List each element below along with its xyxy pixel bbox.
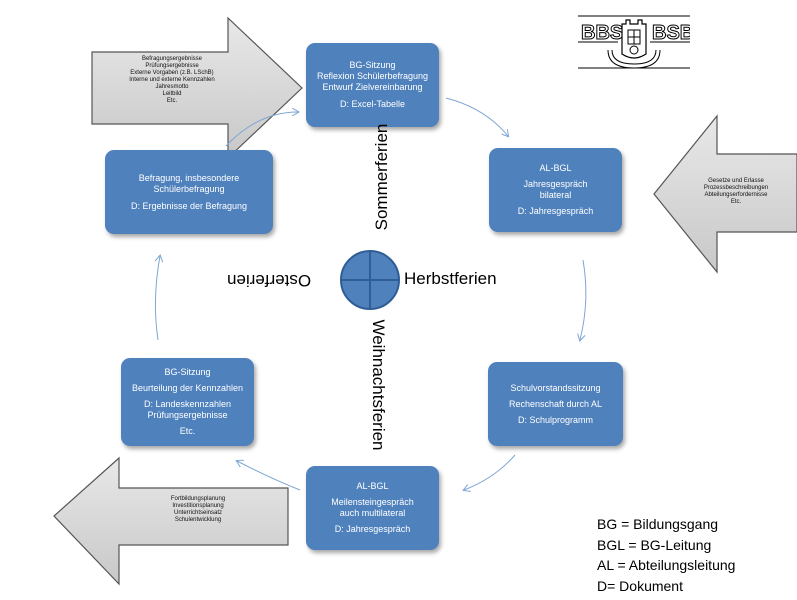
- box-title: Schulvorstandssitzung: [510, 382, 601, 393]
- box-document: D: Jahresgespräch: [334, 524, 411, 534]
- box-line: Prüfungsergebnisse: [147, 410, 228, 420]
- connector-left-lower-to-left-upper: [154, 256, 160, 341]
- box-line: Reflexion Schülerbefragung: [316, 71, 429, 81]
- output-line: Fortbildungsplanung: [170, 496, 226, 502]
- process-box-al-bgl-upper: AL-BGL Jahresgespräch bilateral D: Jahre…: [489, 148, 622, 232]
- process-box-bg-sitzung-top: BG-Sitzung Reflexion Schülerbefragung En…: [306, 43, 439, 127]
- input-arrow-top-left-text: Befragungsergebnisse Prüfungsergebnisse …: [110, 56, 234, 105]
- connector-top-to-right-upper: [445, 97, 508, 136]
- input-line: Externe Vorgaben (z.B. LSchB): [130, 70, 214, 76]
- input-line: Prozessbeschreibungen: [703, 185, 769, 191]
- input-line: Jahresmotto: [155, 84, 189, 90]
- box-line: Rechenschaft durch AL: [508, 398, 603, 409]
- box-line: Etc.: [179, 426, 196, 436]
- box-line: Schülerbefragung: [153, 183, 225, 194]
- legend-item: AL = Abteilungsleitung: [597, 557, 736, 573]
- box-document: D: Ergebnisse der Befragung: [130, 200, 248, 211]
- box-document: D: Schulprogramm: [517, 414, 594, 425]
- box-line: Jahresgespräch: [523, 179, 588, 189]
- input-line: Befragungsergebnisse: [141, 56, 203, 62]
- output-line: Investitionsplanung: [172, 503, 224, 509]
- logo-text-right: BSB: [652, 22, 690, 44]
- season-autumn-label: Herbstferien: [404, 269, 497, 288]
- box-line: Meilensteingespräch: [331, 497, 414, 507]
- box-line: Beurteilung der Kennzahlen: [131, 383, 244, 393]
- box-line: Entwurf Zielvereinbarung: [322, 82, 423, 92]
- box-title: Befragung, insbesondere: [138, 172, 240, 183]
- box-title: AL-BGL: [539, 163, 572, 173]
- legend-item: BGL = BG-Leitung: [597, 536, 712, 553]
- input-line: Interne und externe Kennzahlen: [129, 77, 215, 83]
- process-box-bg-sitzung-lower: BG-Sitzung Beurteilung der Kennzahlen D:…: [121, 358, 254, 446]
- connector-right-upper-to-right-lower: [580, 259, 587, 340]
- logo-text-left: BBS: [581, 22, 623, 44]
- output-line: Schulentwicklung: [174, 517, 222, 523]
- connector-bottom-to-left-lower: [237, 461, 301, 491]
- input-arrow-bottom-left: [53, 456, 289, 586]
- input-line: Leitbild: [162, 91, 182, 97]
- connector-right-lower-to-bottom: [464, 454, 516, 490]
- box-title: BG-Sitzung: [164, 367, 211, 377]
- connector-left-upper-to-top: [225, 112, 298, 147]
- legend-item: D= Dokument: [597, 577, 683, 594]
- box-document: D: Landeskennzahlen: [143, 399, 232, 409]
- input-arrow-bottom-left-text: Fortbildungsplanung Investitionsplanung …: [118, 496, 278, 524]
- input-line: Gesetze und Erlasse: [708, 178, 764, 184]
- input-line: Prüfungsergebnisse: [145, 63, 199, 69]
- box-line: auch multilateral: [339, 508, 406, 518]
- process-box-befragung: Befragung, insbesondere Schülerbefragung…: [105, 150, 273, 234]
- box-line: bilateral: [539, 190, 572, 200]
- season-christmas-label: Weihnachtsferien: [369, 319, 388, 451]
- input-line: Abteilungserfordernisse: [704, 192, 768, 198]
- bbs-bsb-logo: BBS BSB: [578, 14, 690, 70]
- input-line: Etc.: [166, 98, 178, 104]
- output-line: Unterrichtseinsatz: [173, 510, 223, 516]
- box-document: D: Excel-Tabelle: [339, 99, 406, 109]
- box-title: AL-BGL: [356, 481, 389, 491]
- process-box-schulvorstand: Schulvorstandssitzung Rechenschaft durch…: [488, 362, 623, 446]
- process-box-al-bgl-bottom: AL-BGL Meilensteingespräch auch multilat…: [306, 466, 439, 550]
- input-arrow-top-left: [91, 16, 303, 160]
- legend: BG = Bildungsgang BGL = BG-Leitung AL = …: [597, 514, 735, 596]
- box-title: BG-Sitzung: [349, 60, 396, 70]
- input-arrow-right: [653, 114, 797, 274]
- compass-circle-icon: [340, 250, 400, 310]
- input-arrow-right-text: Gesetze und Erlasse Prozessbeschreibunge…: [683, 178, 789, 206]
- season-easter-label: Osterferien: [227, 271, 312, 290]
- box-document: D: Jahresgespräch: [517, 206, 594, 216]
- input-line: Etc.: [730, 199, 742, 205]
- legend-item: BG = Bildungsgang: [597, 516, 719, 532]
- castle-crest-icon: [621, 19, 647, 59]
- season-summer-label: Sommerferien: [372, 123, 391, 231]
